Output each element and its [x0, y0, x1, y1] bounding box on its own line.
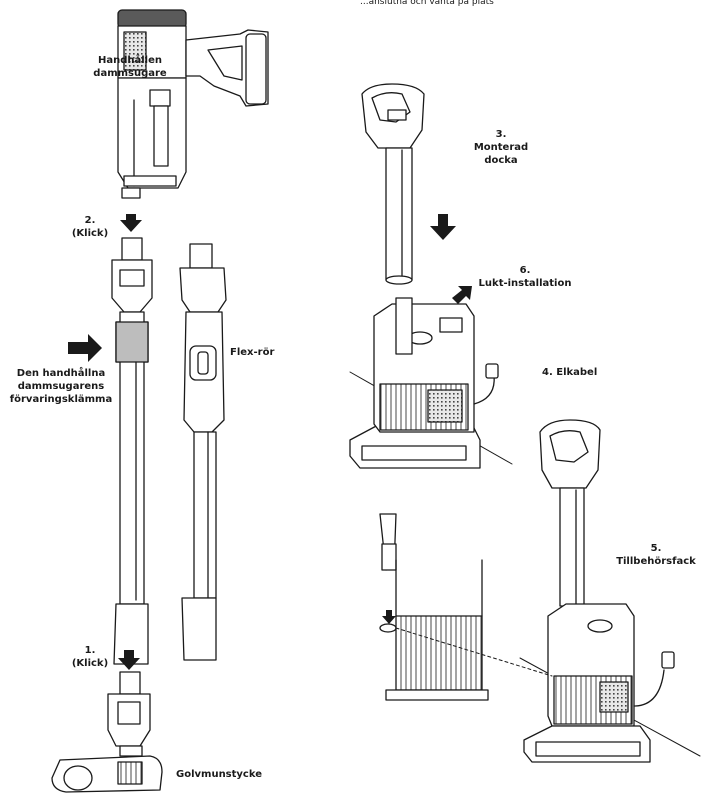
cropped-header-text: ...anslutna och vänta på plats	[360, 0, 494, 7]
arrow-down-icon	[382, 610, 396, 624]
vacuum-tube-illustration	[111, 237, 153, 665]
dock-base-illustration	[349, 297, 513, 469]
arrow-diagonal-icon	[452, 286, 472, 304]
arrow-down-icon	[430, 214, 456, 240]
handheld-vacuum-illustration	[117, 9, 269, 199]
label-step-6: 6.Lukt-installation	[478, 265, 572, 289]
arrow-down-icon	[120, 214, 142, 232]
flex-tube-illustration	[179, 243, 227, 661]
dock-post-illustration	[361, 83, 425, 285]
label-floor-nozzle: Golvmunstycke	[176, 769, 263, 780]
accessory-tray-illustration	[379, 513, 553, 701]
complete-dock-illustration	[519, 419, 701, 763]
label-step-5: 5.Tillbehörsfack	[616, 543, 696, 567]
label-flex-tube: Flex-rör	[230, 347, 275, 358]
label-step-1: 1.(Klick)	[71, 645, 109, 669]
arrow-right-icon	[68, 334, 102, 362]
label-step-2: 2.(Klick)	[71, 215, 109, 239]
arrow-down-icon	[118, 650, 140, 670]
label-step-4: 4. Elkabel	[542, 367, 598, 378]
floor-nozzle-illustration	[51, 671, 163, 793]
